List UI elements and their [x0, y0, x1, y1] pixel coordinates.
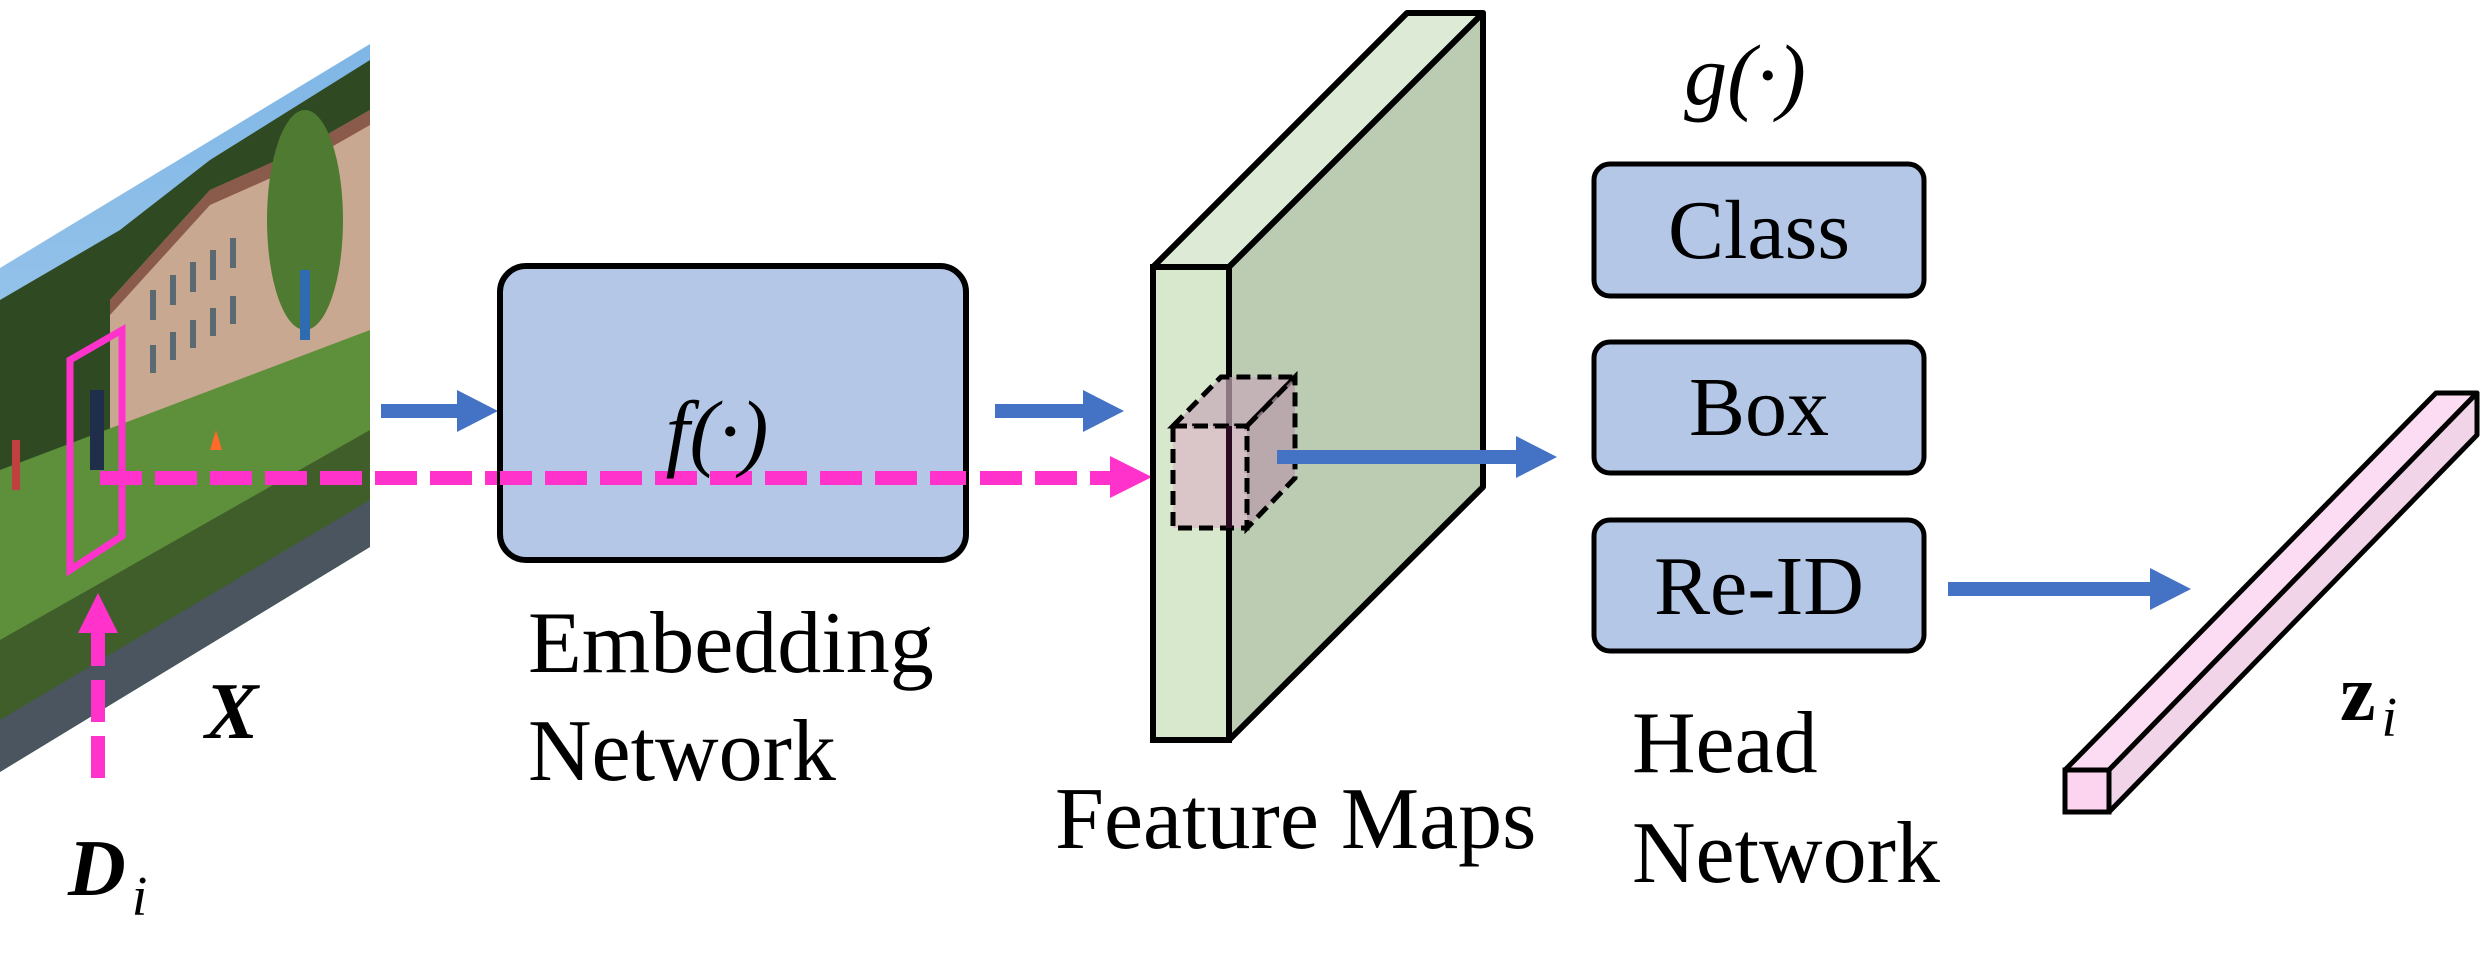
arrow-embedding-to-features [995, 390, 1124, 432]
detection-input-arrow [78, 593, 118, 778]
image-label: X [202, 668, 260, 756]
head-branch-box[interactable]: Box [1591, 339, 1927, 476]
feature-maps[interactable] [1150, 10, 1486, 743]
head-branch-class[interactable]: Class [1591, 161, 1927, 299]
roi-feature-cube [1167, 370, 1301, 535]
box-branch-box[interactable] [1591, 339, 1927, 476]
head-caption-line2: Network [1632, 805, 1940, 902]
embedding-caption-line2: Network [528, 703, 836, 800]
reid-branch-box[interactable] [1591, 517, 1927, 654]
reid-branch-label: Re-ID [1654, 540, 1864, 633]
photo-windows [150, 238, 236, 373]
reid-embedding-vector[interactable] [2062, 390, 2480, 815]
embedding-function-label: f(·) [666, 383, 769, 479]
arrow-roi-to-head [1277, 436, 1557, 478]
photo-person-highlighted [90, 390, 104, 470]
photo-person-blue [300, 270, 310, 340]
vector-top-face [2062, 390, 2480, 773]
input-image [0, 44, 370, 772]
embedding-caption-line1: Embedding [528, 595, 934, 692]
head-function-label: g(·) [1684, 27, 1806, 123]
photo-ivy-tree [267, 110, 343, 330]
box-branch-label: Box [1689, 361, 1829, 454]
class-branch-box[interactable] [1591, 161, 1927, 299]
head-branch-reid[interactable]: Re-ID [1591, 517, 1927, 654]
vector-front-face [2062, 767, 2112, 815]
detection-bounding-box[interactable] [66, 323, 126, 577]
class-branch-label: Class [1668, 184, 1850, 277]
photo-cone [210, 430, 222, 450]
embedding-network-box[interactable] [497, 263, 969, 563]
arrow-image-to-embedding [381, 390, 498, 432]
feature-maps-caption: Feature Maps [1055, 771, 1536, 868]
photo-person-left [12, 440, 20, 490]
head-caption-line1: Head [1632, 695, 1818, 792]
arrow-reid-to-vector [1948, 568, 2191, 610]
